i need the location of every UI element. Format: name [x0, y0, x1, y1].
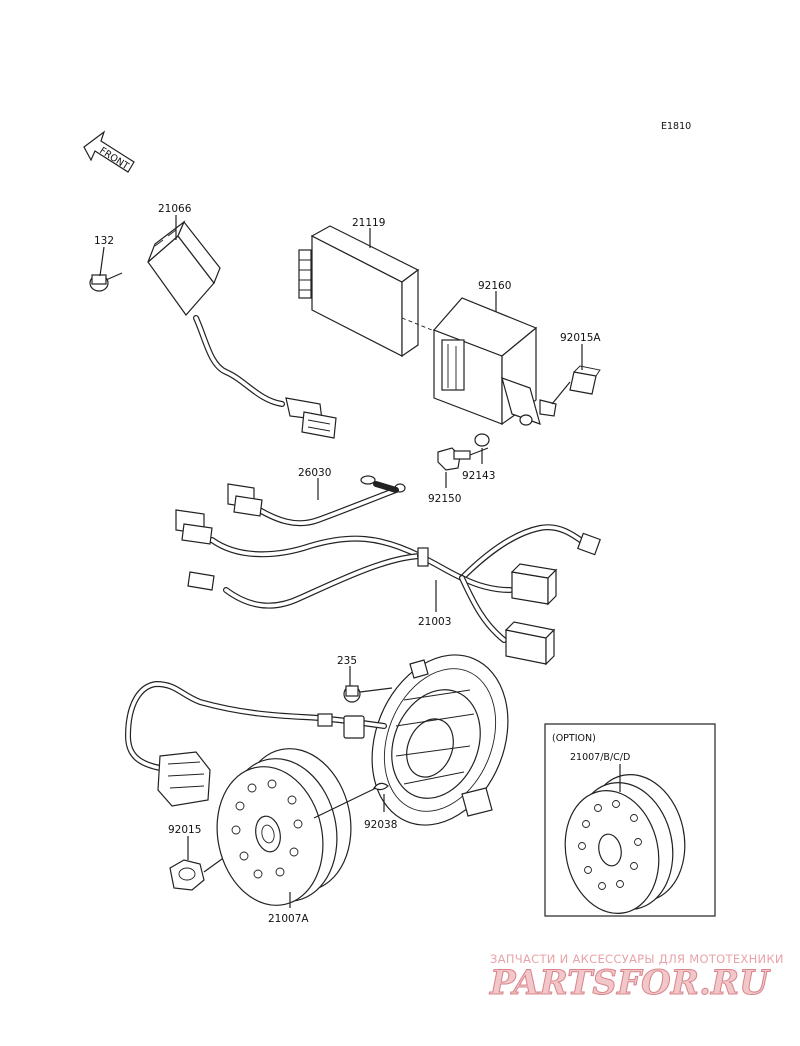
label-92150: 92150: [428, 493, 461, 505]
label-21119: 21119: [352, 217, 385, 229]
collar-92143: [474, 433, 490, 447]
watermark-brand: PARTSFOR.RU: [489, 963, 771, 1003]
label-92015A: 92015A: [560, 332, 601, 344]
part-labels: 132 21066 21119 92160 92015A 92143 92150…: [94, 203, 601, 925]
bolt-132: [89, 272, 123, 292]
cdi-unit-21119: [298, 225, 433, 358]
label-132: 132: [94, 235, 114, 247]
stator-21003: [371, 654, 509, 826]
watermark-subtitle: ЗАПЧАСТИ И АКСЕССУАРЫ ДЛЯ МОТОТЕХНИКИ: [490, 952, 784, 966]
option-part: 21007/B/C/D: [570, 752, 630, 763]
label-21007A: 21007A: [268, 913, 309, 925]
wire-harness-26030: [175, 475, 601, 666]
regulator-92160: [432, 297, 557, 426]
front-arrow-icon: FRONT: [83, 130, 135, 173]
label-26030: 26030: [298, 467, 331, 479]
key-92038: [373, 782, 389, 791]
stator-lead-wire: [124, 680, 387, 807]
clip-92015A: [551, 365, 601, 405]
diagram-code: E1810: [661, 121, 691, 132]
label-92015: 92015: [168, 824, 201, 836]
label-21066: 21066: [158, 203, 192, 215]
label-92143: 92143: [462, 470, 495, 482]
label-235: 235: [337, 655, 357, 667]
option-title: (OPTION): [552, 733, 596, 744]
screw-235: [343, 685, 393, 703]
label-92038: 92038: [364, 819, 397, 831]
leader-lines: [99, 215, 583, 908]
label-92160: 92160: [478, 280, 511, 292]
label-21003: 21003: [418, 616, 451, 628]
ignition-unit-21066: [147, 220, 337, 439]
flywheel-21007A: [216, 748, 377, 906]
watermark: ЗАПЧАСТИ И АКСЕССУАРЫ ДЛЯ МОТОТЕХНИКИ PA…: [489, 952, 784, 1004]
bolt-92150: [437, 447, 489, 471]
option-box: (OPTION) 21007/B/C/D: [544, 723, 716, 917]
